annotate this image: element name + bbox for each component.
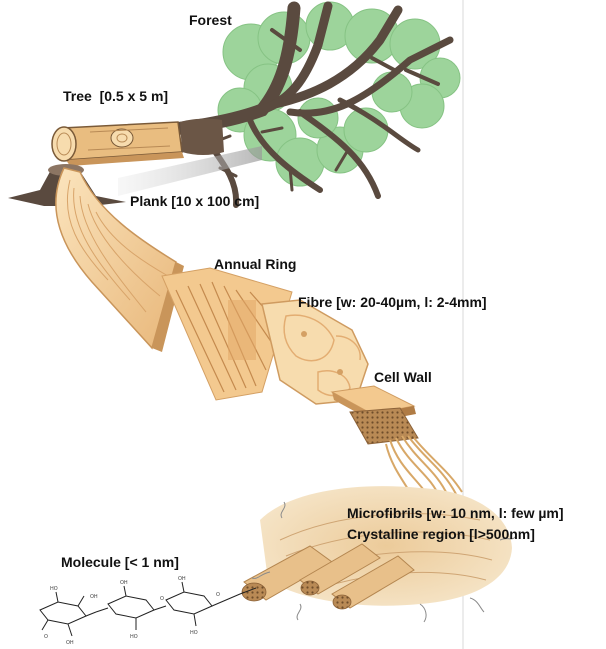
- label-molecule: Molecule [< 1 nm]: [61, 554, 179, 570]
- label-cell-wall: Cell Wall: [374, 369, 432, 385]
- svg-text:OH: OH: [120, 580, 128, 586]
- svg-text:O: O: [160, 596, 164, 602]
- svg-text:O: O: [44, 634, 48, 640]
- label-forest: Forest: [189, 12, 232, 28]
- tree-log: [52, 119, 224, 166]
- svg-text:O: O: [216, 592, 220, 598]
- svg-text:HO: HO: [190, 630, 198, 636]
- molecule-atom-labels: HO OH O OH HO O OH HO O OH: [44, 576, 220, 646]
- label-plank: Plank [10 x 100 cm]: [130, 193, 259, 209]
- label-fibre: Fibre [w: 20-40µm, l: 2-4mm]: [298, 294, 487, 310]
- svg-text:HO: HO: [130, 634, 138, 640]
- svg-text:OH: OH: [178, 576, 186, 582]
- label-tree: Tree [0.5 x 5 m]: [63, 88, 168, 104]
- fibre-cells: [262, 300, 368, 404]
- label-microfibrils: Microfibrils [w: 10 nm, l: few µm]: [347, 505, 564, 521]
- svg-text:OH: OH: [66, 640, 74, 646]
- label-annual-ring: Annual Ring: [214, 256, 296, 272]
- svg-text:HO: HO: [50, 586, 58, 592]
- cellulose-molecule: [40, 582, 256, 636]
- svg-text:OH: OH: [90, 594, 98, 600]
- cell-wall-layers: [332, 386, 418, 444]
- label-crystalline-region: Crystalline region [l>500nm]: [347, 526, 535, 542]
